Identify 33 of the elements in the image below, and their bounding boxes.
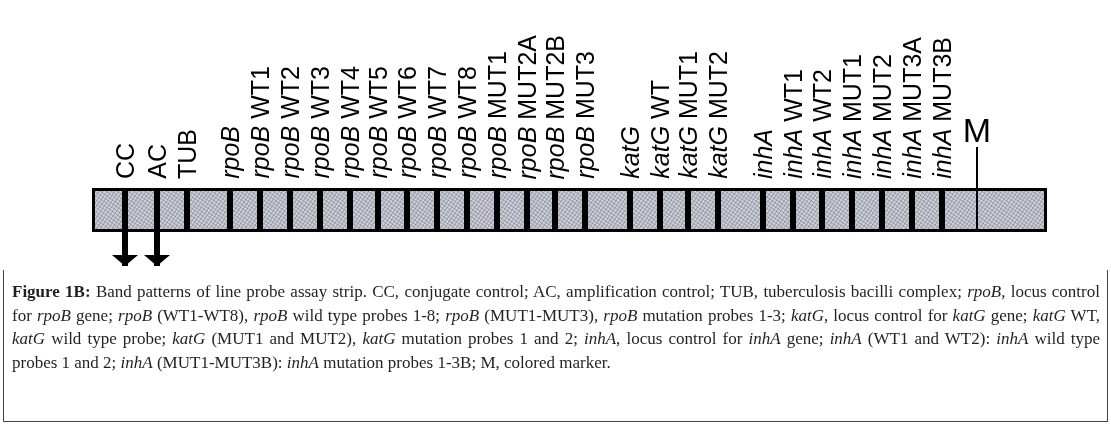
probe-label: inhA bbox=[750, 128, 776, 179]
leader-line bbox=[976, 146, 978, 189]
probe-label: inhA MUT3B bbox=[929, 37, 955, 179]
probe-label: rpoB MUT3 bbox=[572, 51, 598, 179]
probe-label: inhA WT2 bbox=[809, 69, 835, 179]
probe-label: rpoB bbox=[217, 126, 243, 179]
figure-caption: Figure 1B: Band patterns of line probe assay strip. CC, conjugate control; AC, amplification control; TUB, tuberculosis bacilli complex; rpoB, locus control for rpoB gene; rpoB (WT1-WT8), rpoB wild type probes 1-8; rpoB (MUT1-MUT3), rpoB mutation probes 1-3; katG, locus control for katG gene; katG WT, katG wild type probe; katG (MUT1 and MUT2), katG mutation probes 1 and 2; inhA, locus control for inhA gene; inhA (WT1 and WT2): inhA wild type probes 1 and 2; inhA (MUT1-MUT3B): inhA mutation probes 1-3B; M, colored marker. bbox=[12, 281, 1100, 374]
probe-label: AC bbox=[144, 144, 170, 179]
probe-label: CC bbox=[112, 142, 138, 179]
probe-label: rpoB WT2 bbox=[277, 66, 303, 179]
arrow bbox=[112, 232, 138, 266]
probe-label: katG WT bbox=[647, 80, 673, 179]
probe-label: rpoB WT7 bbox=[424, 66, 450, 179]
probe-label: rpoB WT8 bbox=[454, 66, 480, 179]
probe-label: rpoB WT6 bbox=[394, 66, 420, 179]
probe-label: inhA MUT1 bbox=[839, 53, 865, 179]
probe-label: TUB bbox=[174, 129, 200, 179]
probe-label: katG bbox=[617, 126, 643, 179]
test-strip bbox=[92, 188, 1047, 232]
probe-label: rpoB MUT2B bbox=[542, 34, 568, 179]
arrow bbox=[144, 232, 170, 266]
probe-label: katG MUT1 bbox=[675, 51, 701, 179]
probe-label: inhA MUT2 bbox=[869, 53, 895, 179]
marker-label: M bbox=[962, 113, 992, 147]
probe-label: rpoB MUT2A bbox=[514, 34, 540, 179]
probe-label: rpoB WT4 bbox=[337, 66, 363, 179]
probe-label: inhA WT1 bbox=[780, 69, 806, 179]
probe-label: rpoB MUT1 bbox=[484, 51, 510, 179]
probe-label: rpoB WT3 bbox=[307, 66, 333, 179]
probe-label: rpoB WT1 bbox=[247, 66, 273, 179]
probe-label: inhA MUT3A bbox=[899, 37, 925, 179]
probe-label: rpoB WT5 bbox=[365, 66, 391, 179]
probe-label: katG MUT2 bbox=[705, 51, 731, 179]
